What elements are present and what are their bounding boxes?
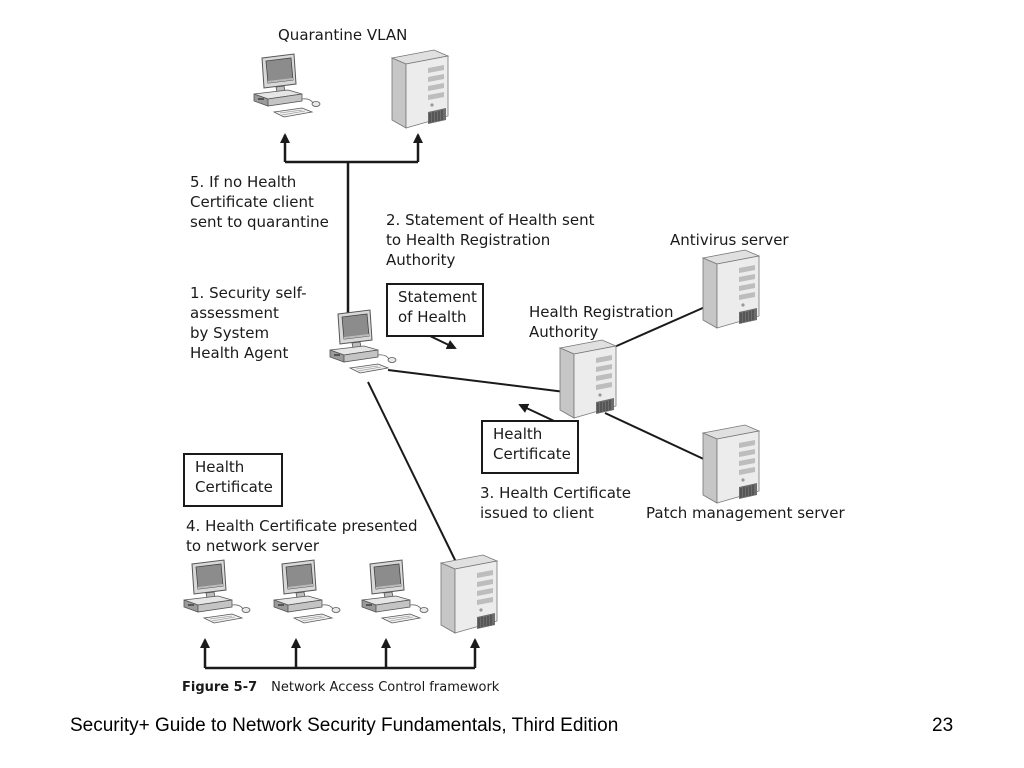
antivirus-server-label: Antivirus server xyxy=(670,231,789,249)
quarantine-vlan-title: Quarantine VLAN xyxy=(278,26,408,44)
step-4-label: 4. Health Certificate presented to netwo… xyxy=(186,517,418,555)
statement-of-health-box: Statement of Health xyxy=(386,283,484,337)
health-certificate-box-left: Health Certificate xyxy=(183,453,283,507)
network-workstation-1-icon xyxy=(183,559,251,624)
patch-server-label: Patch management server xyxy=(646,504,845,522)
quarantine-workstation-icon xyxy=(253,53,321,118)
soh-arrow xyxy=(429,335,457,350)
hra-antivirus-link xyxy=(602,306,706,353)
step-1-label: 1. Security self- assessment by System H… xyxy=(190,284,307,362)
figure-number: Figure 5-7 xyxy=(182,680,258,695)
antivirus-server-icon xyxy=(702,249,760,329)
step-3-label: 3. Health Certificate issued to client xyxy=(480,484,632,522)
step-5-label: 5. If no Health Certificate client sent … xyxy=(190,173,329,231)
footer-title: Security+ Guide to Network Security Fund… xyxy=(70,715,619,736)
network-workstation-2-icon xyxy=(273,559,341,624)
client-hra-link xyxy=(387,369,566,393)
network-workstation-3-icon xyxy=(361,559,429,624)
patch-server-icon xyxy=(702,424,760,504)
hra-patch-link xyxy=(604,412,711,463)
step-2-label: 2. Statement of Health sent to Health Re… xyxy=(386,211,595,269)
hra-label: Health Registration Authority xyxy=(529,303,674,341)
figure-caption: Figure 5-7 Network Access Control framewo… xyxy=(182,680,499,695)
network-bus xyxy=(200,638,480,670)
page-number: 23 xyxy=(932,715,954,736)
client-network-server-link xyxy=(367,381,457,563)
figure-caption-text: Network Access Control framework xyxy=(271,680,500,695)
quarantine-connector xyxy=(280,133,423,318)
health-certificate-box-right: Health Certificate xyxy=(481,420,579,474)
quarantine-server-icon xyxy=(391,49,449,129)
network-server-icon xyxy=(440,554,498,634)
hra-server-icon xyxy=(559,339,617,419)
